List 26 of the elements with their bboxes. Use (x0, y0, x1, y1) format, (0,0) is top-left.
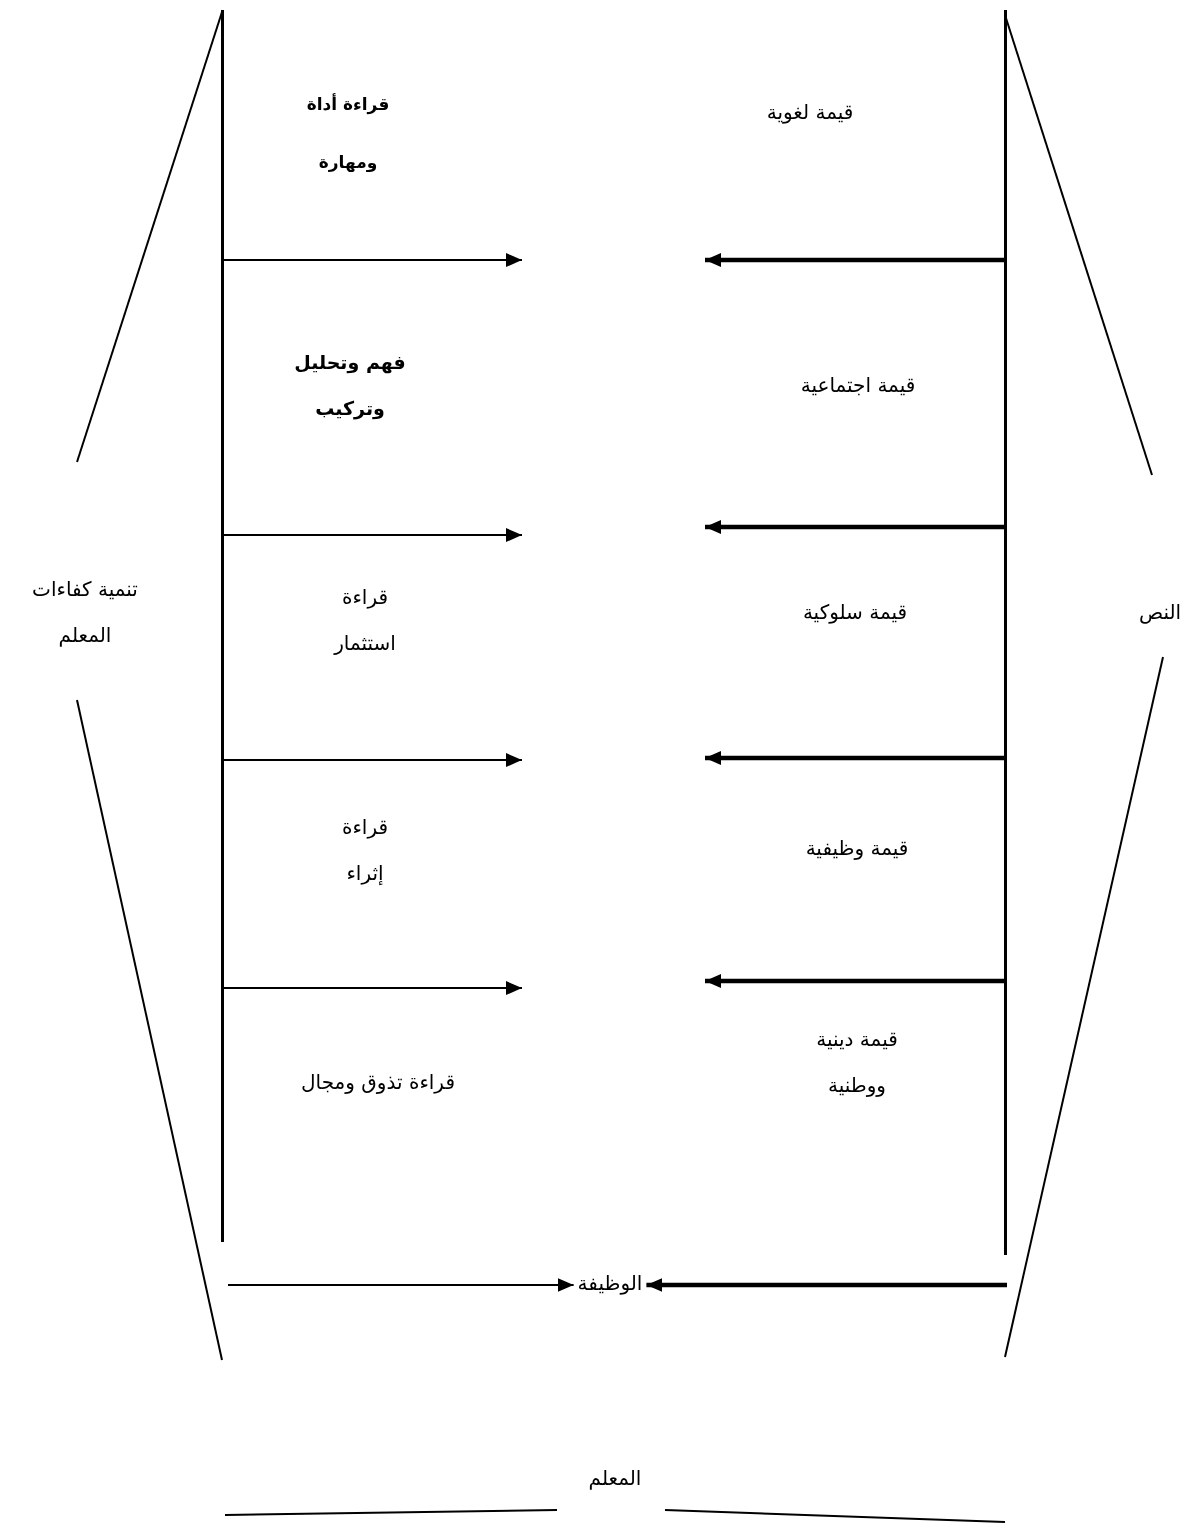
label: تنمية كفاءات المعلم (31, 576, 139, 649)
label: قراءة أداة ومهارة (305, 92, 391, 174)
arrow (227, 1278, 575, 1292)
label: قيمة اجتماعية (800, 372, 916, 399)
label: قراءة تذوق ومجال (300, 1069, 456, 1096)
label: قيمة دينية ووطنية (815, 1026, 899, 1099)
arrow (223, 528, 523, 542)
arrow (705, 974, 1004, 988)
vertical-bar (221, 10, 224, 1242)
arrow (705, 520, 1004, 534)
label: فهم وتحليل وتركيب (293, 350, 407, 422)
arrow (705, 253, 1004, 267)
arrow (646, 1278, 1007, 1292)
label: قيمة لغوية (766, 99, 854, 126)
label: المعلم (588, 1465, 642, 1492)
arrow (223, 753, 523, 767)
node-text: الوظيفة (577, 1270, 643, 1296)
label: قيمة وظيفية (805, 835, 909, 862)
arrow (705, 751, 1004, 765)
label: قراءة استثمار (332, 584, 397, 657)
label: قراءة إثراء (340, 814, 389, 887)
label: قيمة سلوكية (802, 599, 908, 626)
vertical-bar (1004, 10, 1007, 1255)
arrow (223, 253, 523, 267)
label: النص (1138, 599, 1182, 626)
arrow (223, 981, 523, 995)
